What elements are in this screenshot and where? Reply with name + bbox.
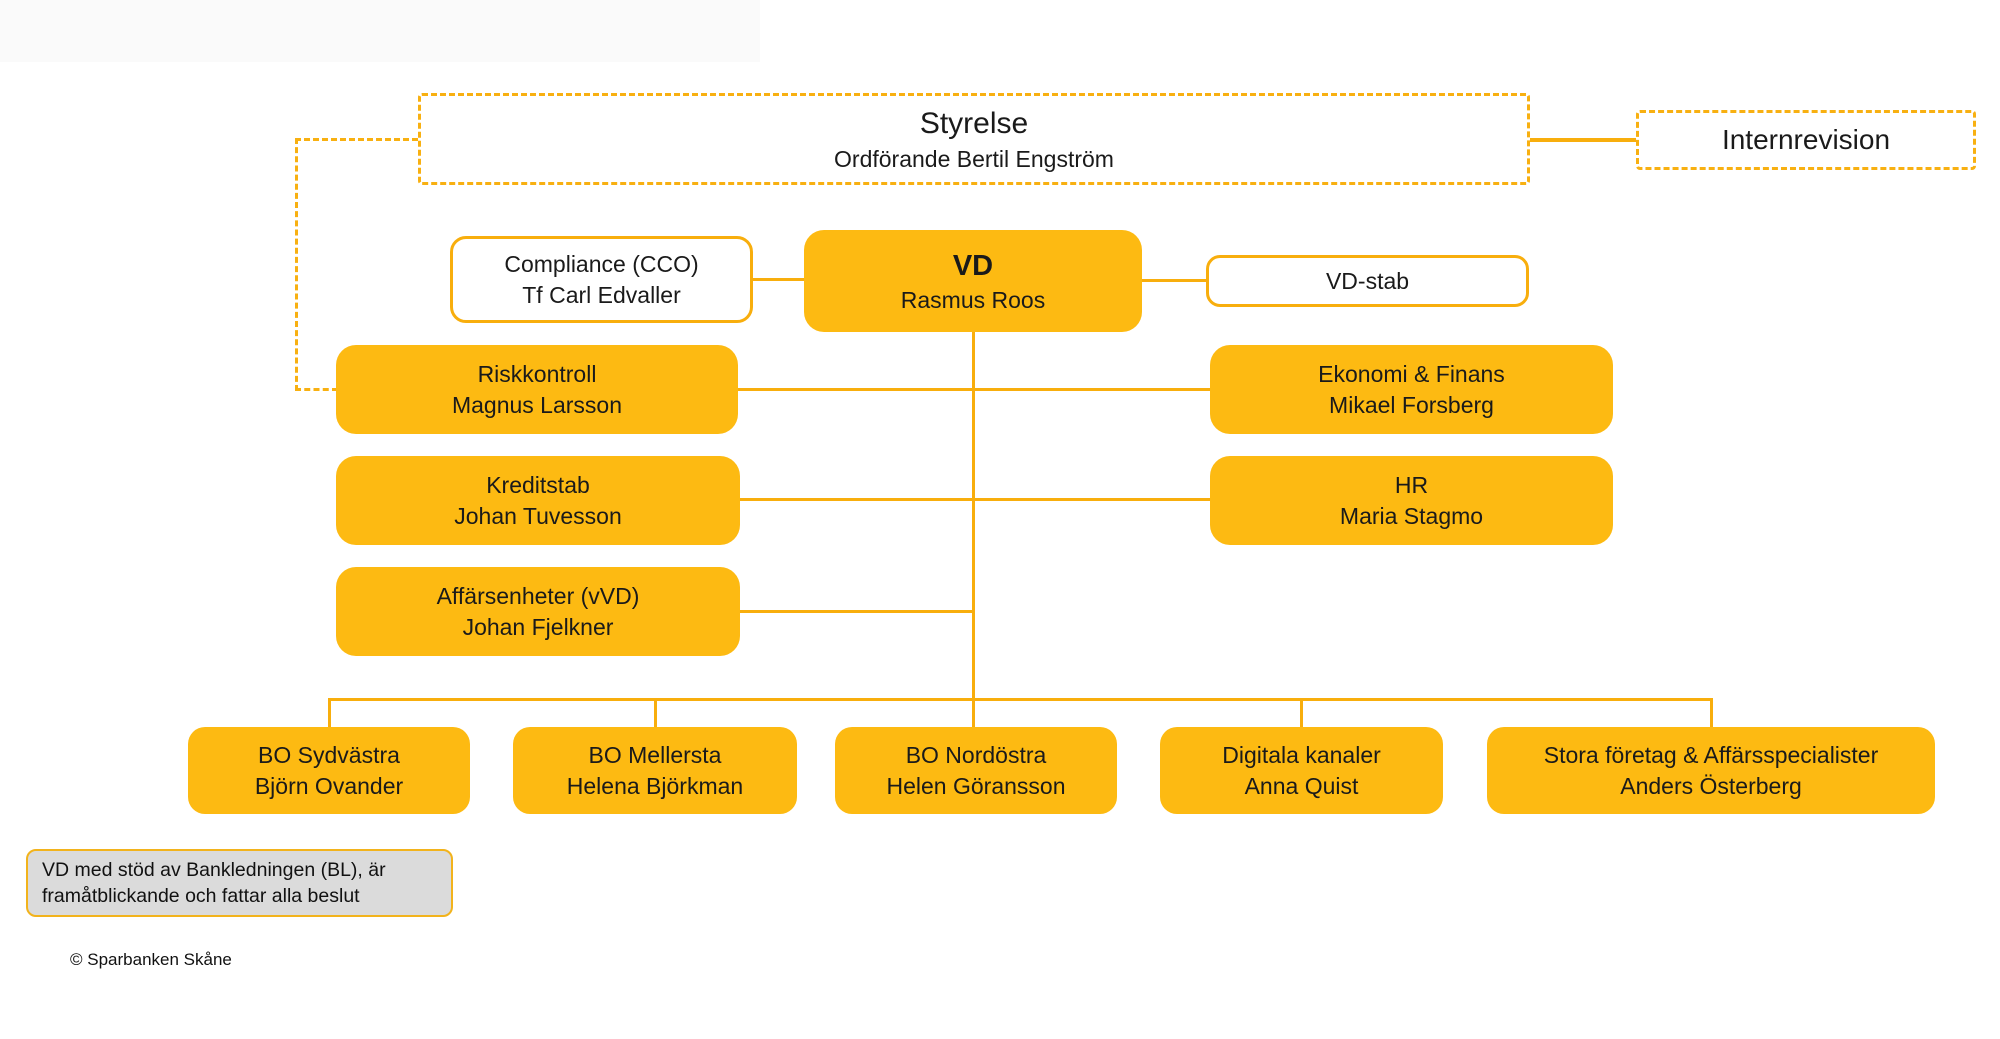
- org-node-compliance: Compliance (CCO) Tf Carl Edvaller: [450, 236, 753, 323]
- connector-stub-stora-foretag: [1710, 698, 1713, 727]
- connector-stub-bo-mellersta: [654, 698, 657, 727]
- org-node-vd: VD Rasmus Roos: [804, 230, 1142, 332]
- node-title: BO Mellersta: [588, 742, 722, 769]
- node-subtitle: Maria Stagmo: [1339, 502, 1484, 529]
- org-node-stora-foretag: Stora företag & Affärsspecialister Ander…: [1487, 727, 1935, 814]
- org-node-kreditstab: Kreditstab Johan Tuvesson: [336, 456, 740, 545]
- dashed-connector-styrelse-stub: [295, 138, 418, 141]
- background-artifact: [0, 0, 760, 62]
- dashed-connector-vertical: [295, 138, 298, 391]
- node-subtitle: Anders Österberg: [1620, 772, 1802, 799]
- org-node-affarsenheter: Affärsenheter (vVD) Johan Fjelkner: [336, 567, 740, 656]
- connector-vd-vdstab: [1142, 279, 1206, 282]
- connector-stub-bo-sydvastra: [328, 698, 331, 727]
- dashed-connector-riskkontroll-stub: [295, 388, 338, 391]
- node-title: Riskkontroll: [477, 361, 597, 388]
- connector-distribution-bar: [328, 698, 1712, 701]
- node-subtitle: Johan Fjelkner: [462, 613, 614, 640]
- node-subtitle: Helena Björkman: [566, 772, 744, 799]
- node-subtitle: Anna Quist: [1244, 772, 1359, 799]
- org-node-riskkontroll: Riskkontroll Magnus Larsson: [336, 345, 738, 434]
- org-node-bo-sydvastra: BO Sydvästra Björn Ovander: [188, 727, 470, 814]
- org-node-ekonomi-finans: Ekonomi & Finans Mikael Forsberg: [1210, 345, 1613, 434]
- node-subtitle: Ordförande Bertil Engström: [834, 145, 1114, 172]
- node-subtitle: Tf Carl Edvaller: [522, 281, 681, 308]
- node-subtitle: Helen Göransson: [886, 772, 1066, 799]
- vd-note-line2: framåtblickande och fattar alla beslut: [42, 885, 360, 907]
- node-title: Ekonomi & Finans: [1318, 361, 1505, 388]
- org-node-digitala-kanaler: Digitala kanaler Anna Quist: [1160, 727, 1443, 814]
- org-node-bo-mellersta: BO Mellersta Helena Björkman: [513, 727, 797, 814]
- node-subtitle: Mikael Forsberg: [1329, 391, 1494, 418]
- connector-styrelse-internrevision: [1530, 138, 1636, 142]
- connector-affarsenheter-trunk: [740, 610, 972, 613]
- node-title: Stora företag & Affärsspecialister: [1543, 742, 1879, 769]
- vd-note-line1: VD med stöd av Bankledningen (BL), är: [42, 858, 386, 881]
- connector-kreditstab-hr: [740, 498, 1210, 501]
- node-title: BO Sydvästra: [258, 742, 400, 769]
- node-subtitle: Magnus Larsson: [451, 391, 623, 418]
- node-title: VD-stab: [1325, 267, 1410, 294]
- node-title: HR: [1394, 472, 1429, 499]
- node-subtitle: Rasmus Roos: [900, 286, 1046, 313]
- org-node-internrevision: Internrevision: [1636, 110, 1976, 170]
- connector-vd-trunk: [972, 332, 975, 727]
- connector-stub-digitala-kanaler: [1300, 698, 1303, 727]
- org-node-bo-nordostra: BO Nordöstra Helen Göransson: [835, 727, 1117, 814]
- node-title: Compliance (CCO): [504, 251, 699, 278]
- org-node-vd-stab: VD-stab: [1206, 255, 1529, 307]
- node-title: Affärsenheter (vVD): [436, 583, 640, 610]
- node-title: Kreditstab: [486, 472, 590, 499]
- connector-compliance-vd: [753, 278, 804, 281]
- connector-riskkontroll-ekonomi: [738, 388, 1210, 391]
- node-title: Styrelse: [919, 107, 1029, 141]
- node-title: Internrevision: [1721, 123, 1891, 155]
- copyright-text: © Sparbanken Skåne: [70, 950, 232, 969]
- node-subtitle: Johan Tuvesson: [454, 502, 622, 529]
- vd-note: VD med stöd av Bankledningen (BL), är fr…: [26, 849, 453, 917]
- node-title: VD: [952, 249, 994, 282]
- org-node-hr: HR Maria Stagmo: [1210, 456, 1613, 545]
- node-subtitle: Björn Ovander: [254, 772, 404, 799]
- node-title: Digitala kanaler: [1222, 742, 1381, 769]
- node-title: BO Nordöstra: [905, 742, 1047, 769]
- org-node-styrelse: Styrelse Ordförande Bertil Engström: [418, 93, 1530, 185]
